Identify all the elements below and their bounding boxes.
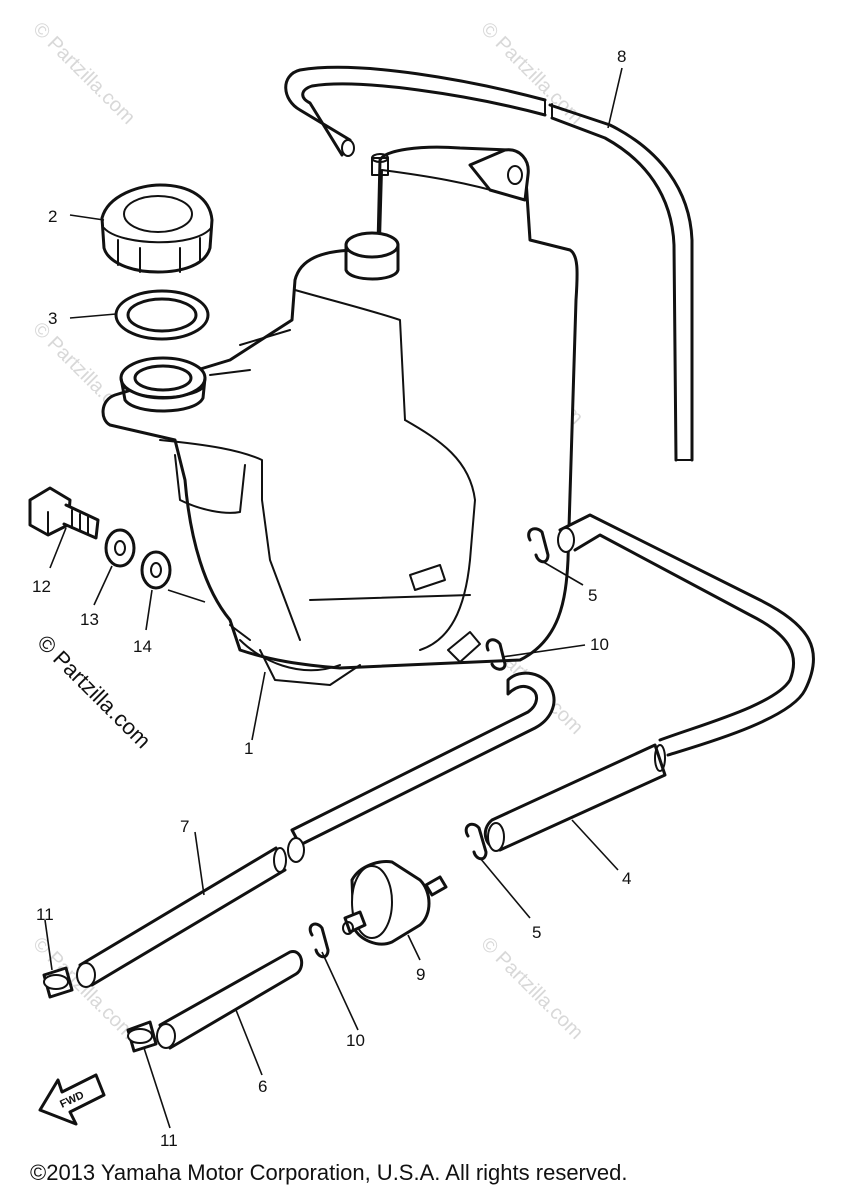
part-4-hose	[483, 513, 815, 852]
callout-5-upper: 5	[588, 586, 597, 605]
callout-13: 13	[80, 610, 99, 629]
callout-14: 14	[133, 637, 152, 656]
part-13-washer	[104, 528, 136, 568]
callout-2: 2	[48, 207, 57, 226]
callout-3: 3	[48, 309, 57, 328]
callout-12: 12	[32, 577, 51, 596]
part-7-hose	[76, 671, 556, 988]
callout-11-lower: 11	[160, 1131, 178, 1150]
part-1-tank	[101, 145, 579, 686]
callout-1: 1	[244, 739, 253, 758]
watermark-7: © Partzilla.com	[476, 933, 587, 1044]
part-9-filter	[342, 860, 448, 946]
callout-9: 9	[416, 965, 425, 984]
part-12-bolt	[28, 486, 100, 540]
callout-5-lower: 5	[532, 923, 541, 942]
part-5-clip-lower	[464, 822, 488, 861]
part-6-hose	[156, 950, 304, 1050]
part-8-hose	[284, 65, 694, 462]
callout-4: 4	[622, 869, 631, 888]
copyright-notice: ©2013 Yamaha Motor Corporation, U.S.A. A…	[30, 1160, 628, 1185]
callouts: 2 3 8 12 13 14 1 5 10 4 5 7 11 9 10 6 11	[32, 47, 631, 1150]
leader-lines	[44, 67, 623, 1129]
part-2-cap	[100, 183, 214, 274]
part-11-clip-lower	[126, 1020, 158, 1053]
part-5-clip-upper	[527, 527, 550, 564]
watermark-1: © Partzilla.com	[28, 18, 139, 129]
part-10-clip-lower	[308, 922, 330, 959]
part-10-clip-upper	[485, 638, 507, 671]
callout-10-upper: 10	[590, 635, 609, 654]
callout-6: 6	[258, 1077, 267, 1096]
callout-7: 7	[180, 817, 189, 836]
callout-11-upper: 11	[36, 905, 54, 924]
callout-8: 8	[617, 47, 626, 66]
part-3-gasket	[114, 289, 210, 341]
part-11-clip-upper	[42, 966, 74, 999]
callout-10-lower: 10	[346, 1031, 365, 1050]
part-14-washer	[140, 550, 172, 590]
watermark-dark-line1: © Partzilla	[32, 630, 121, 719]
fwd-arrow: FWD	[38, 1073, 106, 1126]
